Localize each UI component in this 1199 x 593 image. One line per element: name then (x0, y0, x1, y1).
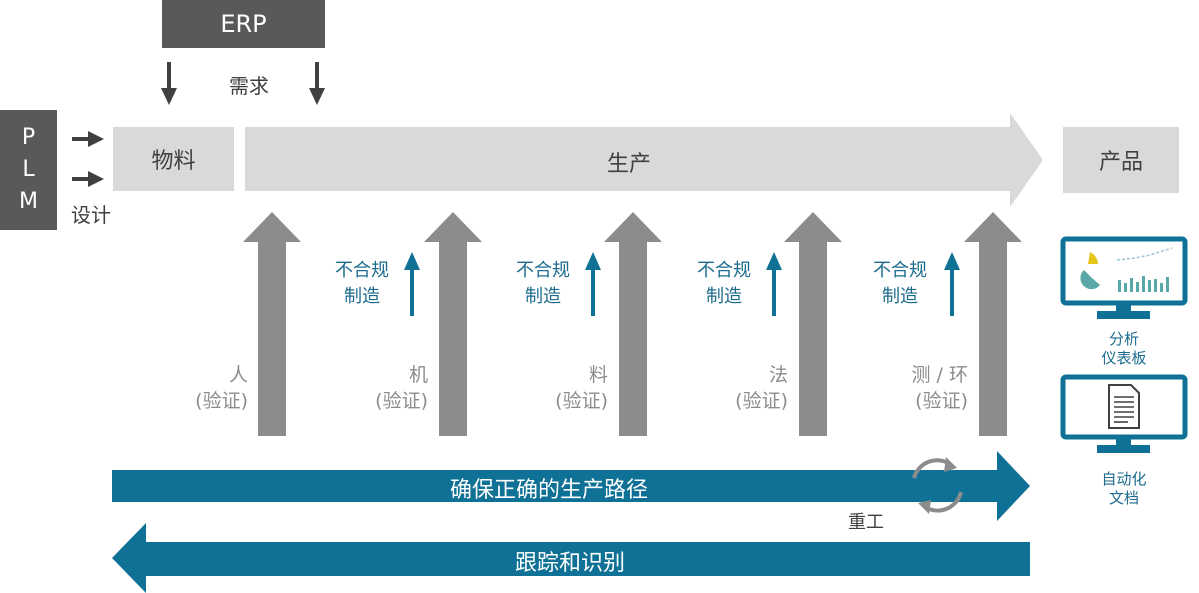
factor-name: 料 (588, 364, 608, 386)
factor-verify: (验证) (555, 390, 608, 412)
factor-verify: (验证) (195, 390, 248, 412)
automated-docs-label: 自动化 文档 (1064, 470, 1184, 508)
noncompliant-line: 不合规 (335, 260, 389, 281)
docs-label-line: 自动化 (1101, 470, 1147, 488)
material-label: 物料 (151, 149, 196, 174)
plm-box: P L M (0, 110, 57, 230)
factor-arrow-3 (604, 212, 662, 436)
noncompliant-line: 制造 (525, 286, 561, 307)
erp-box: ERP (162, 0, 325, 48)
noncompliant-label-2: 不合规 制造 (509, 258, 577, 310)
factor-arrow-4 (784, 212, 842, 436)
factor-label-person: 人 (验证) (170, 362, 248, 414)
noncompliant-arrow-2 (585, 252, 601, 316)
plm-arrow-bottom (72, 171, 104, 187)
factor-name: 机 (408, 364, 428, 386)
correct-path-label: 确保正确的生产路径 (450, 478, 649, 503)
noncompliant-line: 制造 (882, 286, 918, 307)
noncompliant-line: 制造 (344, 286, 380, 307)
noncompliant-label-3: 不合规 制造 (690, 258, 758, 310)
noncompliant-line: 不合规 (516, 260, 570, 281)
traceability-label: 跟踪和识别 (515, 551, 626, 576)
noncompliant-arrow-3 (766, 252, 782, 316)
factor-label-method: 法 (验证) (710, 362, 788, 414)
plm-letter-m: M (19, 189, 38, 214)
factor-name: 法 (768, 364, 788, 386)
factor-label-measure-env: 测 / 环 (验证) (880, 362, 968, 414)
factor-label-machine: 机 (验证) (350, 362, 428, 414)
noncompliant-line: 制造 (706, 286, 742, 307)
correct-path-band (112, 451, 1030, 521)
plm-letter-p: P (21, 125, 36, 150)
factor-arrow-1 (243, 212, 301, 436)
product-box: 产品 (1063, 127, 1179, 193)
erp-label: ERP (220, 10, 267, 38)
noncompliant-line: 不合规 (873, 260, 927, 281)
noncompliant-arrow-4 (944, 252, 960, 316)
noncompliant-label-1: 不合规 制造 (328, 258, 396, 310)
document-monitor-icon (1060, 374, 1188, 453)
product-label: 产品 (1098, 150, 1143, 175)
factor-name: 测 / 环 (911, 364, 968, 386)
factor-arrow-5 (964, 212, 1022, 436)
rework-label: 重工 (848, 512, 884, 533)
erp-down-arrow-right (309, 62, 325, 105)
dashboard-label-line: 分析 (1108, 330, 1139, 348)
demand-label: 需求 (229, 74, 269, 98)
factor-verify: (验证) (735, 390, 788, 412)
material-box: 物料 (113, 127, 234, 191)
production-arrow (245, 113, 1043, 207)
factor-verify: (验证) (375, 390, 428, 412)
noncompliant-arrow-1 (404, 252, 420, 316)
docs-label-line: 文档 (1108, 489, 1139, 507)
production-label: 生产 (607, 152, 652, 177)
traceability-band (112, 523, 1030, 593)
noncompliant-line: 不合规 (697, 260, 751, 281)
factor-arrow-2 (424, 212, 482, 436)
factor-name: 人 (228, 364, 248, 386)
design-label: 设计 (71, 203, 111, 227)
dashboard-monitor-icon (1060, 236, 1188, 319)
plm-arrow-top (72, 131, 104, 147)
rework-cycle-icon (912, 457, 963, 514)
plm-letter-l: L (22, 157, 35, 182)
dashboard-label-line: 仪表板 (1101, 349, 1147, 367)
factor-verify: (验证) (915, 390, 968, 412)
factor-label-material: 料 (验证) (530, 362, 608, 414)
erp-down-arrow-left (161, 62, 177, 105)
noncompliant-label-4: 不合规 制造 (866, 258, 934, 310)
dashboard-label: 分析 仪表板 (1064, 330, 1184, 368)
